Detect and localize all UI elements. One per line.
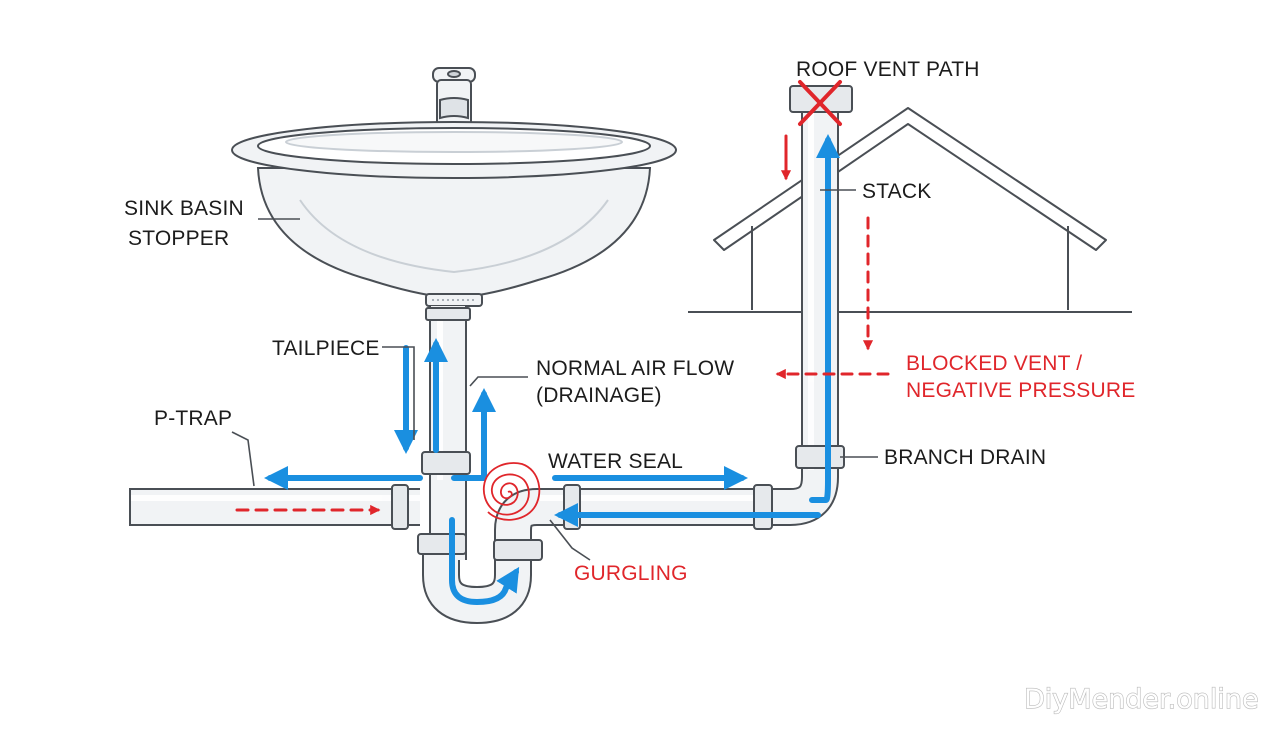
blocked-vent-label: BLOCKED VENT / — [906, 352, 1082, 375]
sink-basin — [231, 121, 677, 307]
watermark: DiyMender.online — [1024, 684, 1259, 715]
pressure-arrows — [235, 134, 890, 516]
tailpiece-label: TAILPIECE — [272, 337, 380, 360]
drainage-label: (DRAINAGE) — [536, 384, 662, 407]
label-leaders — [231, 189, 878, 561]
house-outline — [688, 107, 1132, 313]
normal-air-flow-label: NORMAL AIR FLOW — [536, 357, 734, 380]
sink-basin-label: SINK BASIN — [124, 197, 244, 220]
blocked-vent-x-icon — [798, 80, 842, 126]
p-trap-label: P-TRAP — [154, 407, 232, 430]
water-flow-arrows — [264, 134, 840, 605]
stack-label: STACK — [862, 180, 931, 203]
negative-pressure-label: NEGATIVE PRESSURE — [906, 379, 1135, 402]
gurgling-label: GURGLING — [574, 562, 688, 585]
stopper-label: STOPPER — [128, 227, 229, 250]
roof-vent-path-label: ROOF VENT PATH — [796, 58, 980, 81]
water-seal-label: WATER SEAL — [548, 450, 683, 473]
gurgling-swirl-icon — [482, 462, 541, 521]
branch-drain-label: BRANCH DRAIN — [884, 446, 1046, 469]
faucet — [432, 67, 476, 141]
pipe-fittings — [391, 85, 853, 561]
